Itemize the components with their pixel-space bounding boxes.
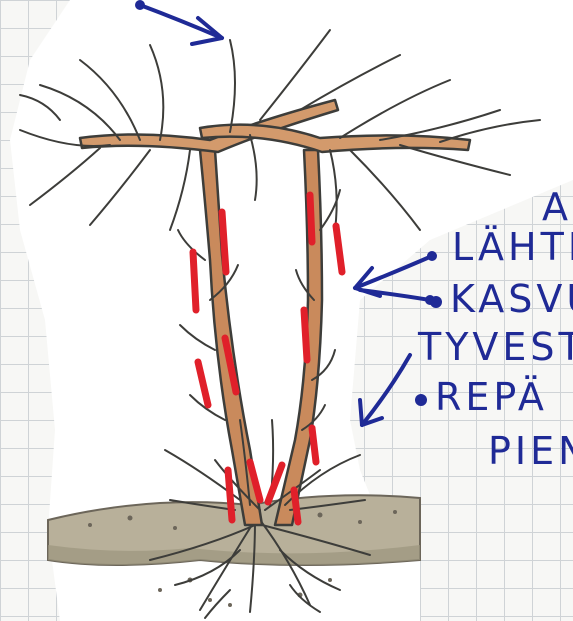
bullet-dot	[415, 394, 427, 406]
arrow-icon	[362, 355, 410, 425]
annotation-line-2-text: KASVU	[450, 277, 573, 321]
annotation-line-5: PIEN	[488, 432, 573, 470]
cut-mark	[294, 490, 298, 522]
cut-mark	[193, 252, 196, 310]
cut-mark	[304, 310, 307, 360]
cut-mark	[228, 470, 232, 520]
cut-mark	[222, 212, 226, 272]
cut-mark	[310, 195, 312, 242]
annotation-line-2: KASVU	[430, 280, 573, 318]
annotation-line-1: LÄHTE	[452, 228, 573, 266]
bullet-dot	[430, 296, 442, 308]
annotation-line-4: REPÄ	[415, 378, 548, 416]
annotation-heading-fragment: A	[542, 188, 572, 226]
cut-mark	[312, 428, 316, 462]
annotation-line-3: TYVEST	[418, 328, 573, 366]
annotation-line-4-text: REPÄ	[435, 375, 548, 419]
